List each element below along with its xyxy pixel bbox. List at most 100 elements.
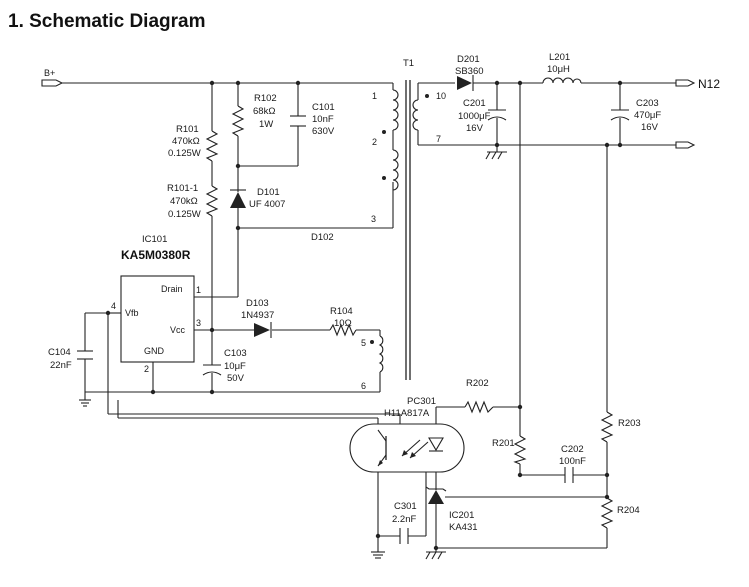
t1-pin-7: 7 (436, 134, 441, 144)
resistor-r101-1: R101-1 470kΩ 0.125W (167, 183, 219, 220)
svg-text:L201: L201 (549, 52, 570, 63)
diode-d101: D101 UF 4007 (230, 186, 285, 210)
capacitor-c201: C201 1000μF 16V (458, 98, 507, 134)
svg-text:0.125W: 0.125W (168, 209, 201, 220)
svg-text:C101: C101 (312, 102, 335, 113)
c301-ground-icon (371, 551, 385, 559)
ic101-drain-label: Drain (161, 284, 183, 294)
capacitor-c104: C104 22nF (48, 347, 93, 371)
svg-text:PC301: PC301 (407, 396, 436, 407)
svg-text:16V: 16V (641, 122, 659, 133)
svg-text:C202: C202 (561, 444, 584, 455)
junction-dots (105, 80, 623, 551)
svg-text:UF 4007: UF 4007 (249, 199, 285, 210)
resistor-r102: R102 68kΩ 1W (231, 93, 277, 137)
t1-pin-5: 5 (361, 338, 366, 348)
transformer-t1: T1 1 2 3 5 6 10 7 (361, 58, 446, 391)
n12-label: N12 (698, 77, 720, 91)
svg-text:1000μF: 1000μF (458, 111, 491, 122)
svg-text:IC201: IC201 (449, 510, 474, 521)
capacitor-c101: C101 10nF 630V (290, 102, 335, 137)
ic101-vfb-label: Vfb (125, 308, 139, 318)
svg-text:470kΩ: 470kΩ (170, 196, 198, 207)
svg-text:R204: R204 (617, 505, 640, 516)
capacitor-c103: C103 10μF 50V (202, 348, 247, 384)
svg-text:C203: C203 (636, 98, 659, 109)
capacitor-c203: C203 470μF 16V (610, 98, 661, 133)
capacitor-c301: C301 2.2nF (392, 501, 417, 544)
svg-text:R201: R201 (492, 438, 515, 449)
ic101-pin-2: 2 (144, 364, 149, 374)
svg-text:R101: R101 (176, 124, 199, 135)
diode-d103: D103 1N4937 (241, 298, 274, 338)
resistor-r202: R202 (464, 378, 494, 414)
svg-text:D201: D201 (457, 54, 480, 65)
ic101-ref: IC101 (142, 234, 167, 245)
svg-text:C301: C301 (394, 501, 417, 512)
svg-text:R104: R104 (330, 306, 353, 317)
svg-text:0.125W: 0.125W (168, 148, 201, 159)
resistor-r201: R201 (492, 435, 527, 465)
t1-pin-3: 3 (371, 214, 376, 224)
shunt-regulator-ic201: IC201 KA431 (425, 482, 478, 533)
ic101-pin-4: 4 (111, 301, 116, 311)
ic101-vcc-label: Vcc (170, 325, 186, 335)
ic101: IC101 KA5M0380R Drain Vcc Vfb GND 1 3 4 … (111, 234, 201, 374)
ic101-part: KA5M0380R (121, 248, 191, 262)
svg-text:50V: 50V (227, 373, 245, 384)
bplus-label: B+ (44, 68, 55, 78)
svg-text:10Ω: 10Ω (334, 318, 352, 329)
svg-text:10μH: 10μH (547, 64, 570, 75)
svg-text:R101-1: R101-1 (167, 183, 198, 194)
t1-label: T1 (403, 58, 414, 69)
svg-text:470kΩ: 470kΩ (172, 136, 200, 147)
secondary-ground-icon (485, 151, 507, 160)
t1-pin-1: 1 (372, 91, 377, 101)
svg-text:D103: D103 (246, 298, 269, 309)
net-bplus: B+ (41, 68, 64, 87)
optocoupler-pc301: PC301 H11A817A (349, 396, 465, 473)
capacitor-c202: C202 100nF (559, 444, 586, 483)
svg-text:D101: D101 (257, 187, 280, 198)
svg-text:1N4937: 1N4937 (241, 310, 274, 321)
ic101-gnd-label: GND (144, 346, 165, 356)
svg-text:1W: 1W (259, 119, 273, 130)
svg-text:SB360: SB360 (455, 66, 484, 77)
svg-text:H11A817A: H11A817A (384, 408, 430, 419)
svg-text:R102: R102 (254, 93, 277, 104)
primary-wires (62, 82, 401, 440)
svg-text:16V: 16V (466, 123, 484, 134)
svg-text:C104: C104 (48, 347, 71, 358)
diagram-title: 1. Schematic Diagram (8, 11, 205, 32)
svg-text:2.2nF: 2.2nF (392, 514, 416, 525)
primary-ground-icon (79, 399, 91, 407)
t1-pin-2: 2 (372, 137, 377, 147)
svg-text:R202: R202 (466, 378, 489, 389)
pc301-body (349, 423, 465, 473)
resistor-r101: R101 470kΩ 0.125W (168, 124, 219, 162)
t1-pin-10: 10 (436, 91, 446, 101)
resistor-r104: R104 10Ω (329, 306, 357, 337)
secondary-wires (377, 82, 676, 552)
net-n12: N12 (675, 77, 720, 149)
resistor-r204: R204 (600, 497, 640, 529)
t1-pin-6: 6 (361, 381, 366, 391)
svg-text:C201: C201 (463, 98, 486, 109)
resistor-r203: R203 (600, 411, 641, 443)
svg-text:100nF: 100nF (559, 456, 586, 467)
ic101-body (120, 275, 195, 363)
inductor-l201: L201 10μH (542, 52, 582, 84)
svg-text:R203: R203 (618, 418, 641, 429)
ic101-pin-3: 3 (196, 318, 201, 328)
svg-text:22nF: 22nF (50, 360, 72, 371)
svg-text:C103: C103 (224, 348, 247, 359)
ic101-pin-1: 1 (196, 285, 201, 295)
svg-text:470μF: 470μF (634, 110, 661, 121)
svg-text:630V: 630V (312, 126, 335, 137)
svg-text:10nF: 10nF (312, 114, 334, 125)
label-d102: D102 (311, 232, 334, 243)
svg-text:KA431: KA431 (449, 522, 478, 533)
svg-text:10μF: 10μF (224, 361, 246, 372)
